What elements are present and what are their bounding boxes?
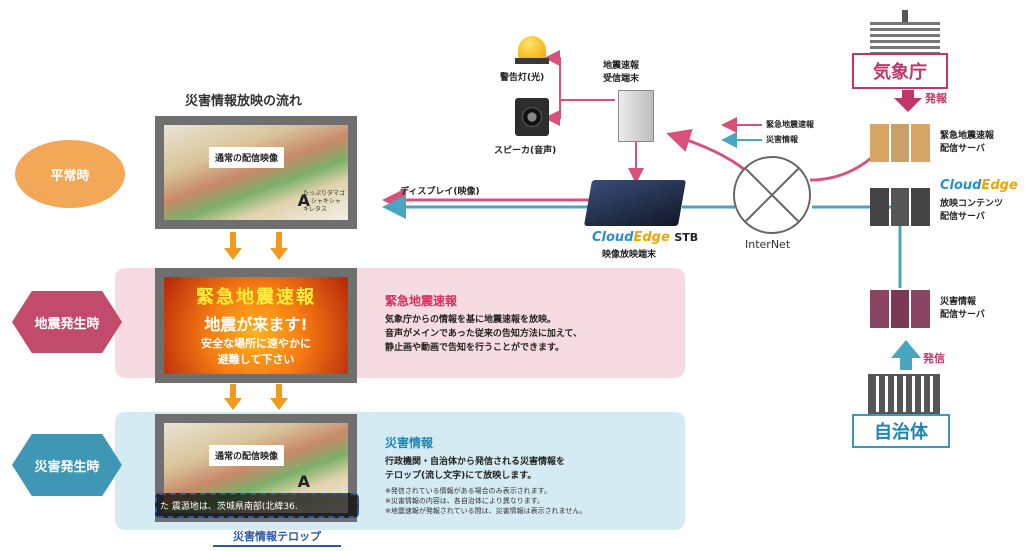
disaster-info-line: テロップ(流し文字)にて放映します。 [385,471,537,481]
municipality-label: 自治体 [852,414,950,448]
stb-device-icon [583,180,687,226]
jma-building-icon [865,10,945,56]
normal-monitor: 通常の配信映像 A たっぷりタマゴと シャキシャキレタス [155,116,357,229]
disaster-server-icon [870,290,931,328]
ticker-label: 災害情報テロップ [213,528,341,547]
alert-monitor: 緊急地震速報 地震が来ます! 安全な場所に速やかに 避難して下さい [155,268,357,383]
hatsuho-arrow [894,90,922,112]
quake-info-line: 音声がメインであった従来の告知方法に加えて、 [385,329,583,339]
alert-screen: 緊急地震速報 地震が来ます! 安全な場所に速やかに 避難して下さい [164,277,348,374]
jma-label: 気象庁 [852,53,948,89]
quake-server-icon [870,124,931,162]
content-server-label: 放映コンテンツ配信サーバ [940,199,1004,222]
disaster-ticker: た 震源地は、茨城県南部(北緯36. [155,493,359,518]
internet-to-receiver [666,128,746,172]
disaster-note: ※発信されている情報がある場合のみ表示されます。 [385,487,551,495]
normal-screen: 通常の配信映像 A たっぷりタマゴと シャキシャキレタス [164,125,348,220]
disaster-info: 災害情報 行政機関・自治体から発信される災害情報を テロップ(流し文字)にて放映… [385,434,675,516]
disaster-state-label: 災害発生時 [12,434,122,496]
quake-server-label: 緊急地震速報配信サーバ [940,131,995,154]
normal-caption: 通常の配信映像 [209,147,285,168]
internet-label: InterNet [745,238,791,251]
disaster-info-line: 行政機関・自治体から発信される災害情報を [385,457,566,467]
quake-info: 緊急地震速報 気象庁からの情報を基に地震速報を放映。 音声がメインであった従来の… [385,292,675,355]
stb-brand: CloudEdge STB [592,230,699,245]
legend-disaster: 災害情報 [766,135,798,144]
orange-arrows [224,232,288,410]
warning-light-label: 警告灯(光) [500,73,545,83]
speaker-label: スピーカ(音声) [494,146,557,156]
hasshin-label: 発信 [923,352,945,365]
quake-info-line: 気象庁からの情報を基に地震速報を放映。 [385,315,557,325]
disaster-note: ※地震速報が発報されている間は、災害情報は表示されません。 [385,507,587,515]
legend-quake: 緊急地震速報 [766,120,814,129]
content-server-icon [870,188,931,226]
display-link-label: ディスプレイ(映像) [400,187,480,197]
content-brand: CloudEdge [940,178,1018,193]
hasshin-arrow [891,340,921,370]
hatsuho-label: 発報 [925,92,947,105]
alert-line-3b: 避難して下さい [217,353,295,366]
receiver-label: 地震速報 受信端末 [603,61,640,84]
disaster-note: ※災害情報の内容は、各自治体により異なります。 [385,497,545,505]
receiver-terminal-icon [618,90,654,142]
alert-line-1: 緊急地震速報 [196,287,316,308]
disaster-info-heading: 災害情報 [385,436,434,450]
quake-info-heading: 緊急地震速報 [385,294,458,308]
brand-logo-a-2: A [297,472,310,491]
to-warning-light [544,50,615,101]
to-speaker [544,100,561,126]
speaker-icon [515,98,549,136]
disaster-caption: 通常の配信映像 [209,445,285,466]
disaster-server-label: 災害情報配信サーバ [940,297,985,320]
municipality-building-icon [868,374,940,414]
alert-line-2: 地震が来ます! [204,315,308,334]
normal-state-label: 平常時 [15,140,125,208]
warning-light-icon [515,36,549,66]
brand-logo-text: たっぷりタマゴと シャキシャキレタス [303,190,346,213]
flow-title: 災害情報放映の流れ [185,94,303,109]
brand-logo-a: A [297,191,310,210]
stb-label: 映像放映端末 [602,250,657,260]
quake-state-label: 地震発生時 [12,291,122,353]
alert-line-3a: 安全な場所に速やかに [201,337,311,350]
quake-info-line: 静止画や動画で告知を行うことができます。 [385,343,565,353]
